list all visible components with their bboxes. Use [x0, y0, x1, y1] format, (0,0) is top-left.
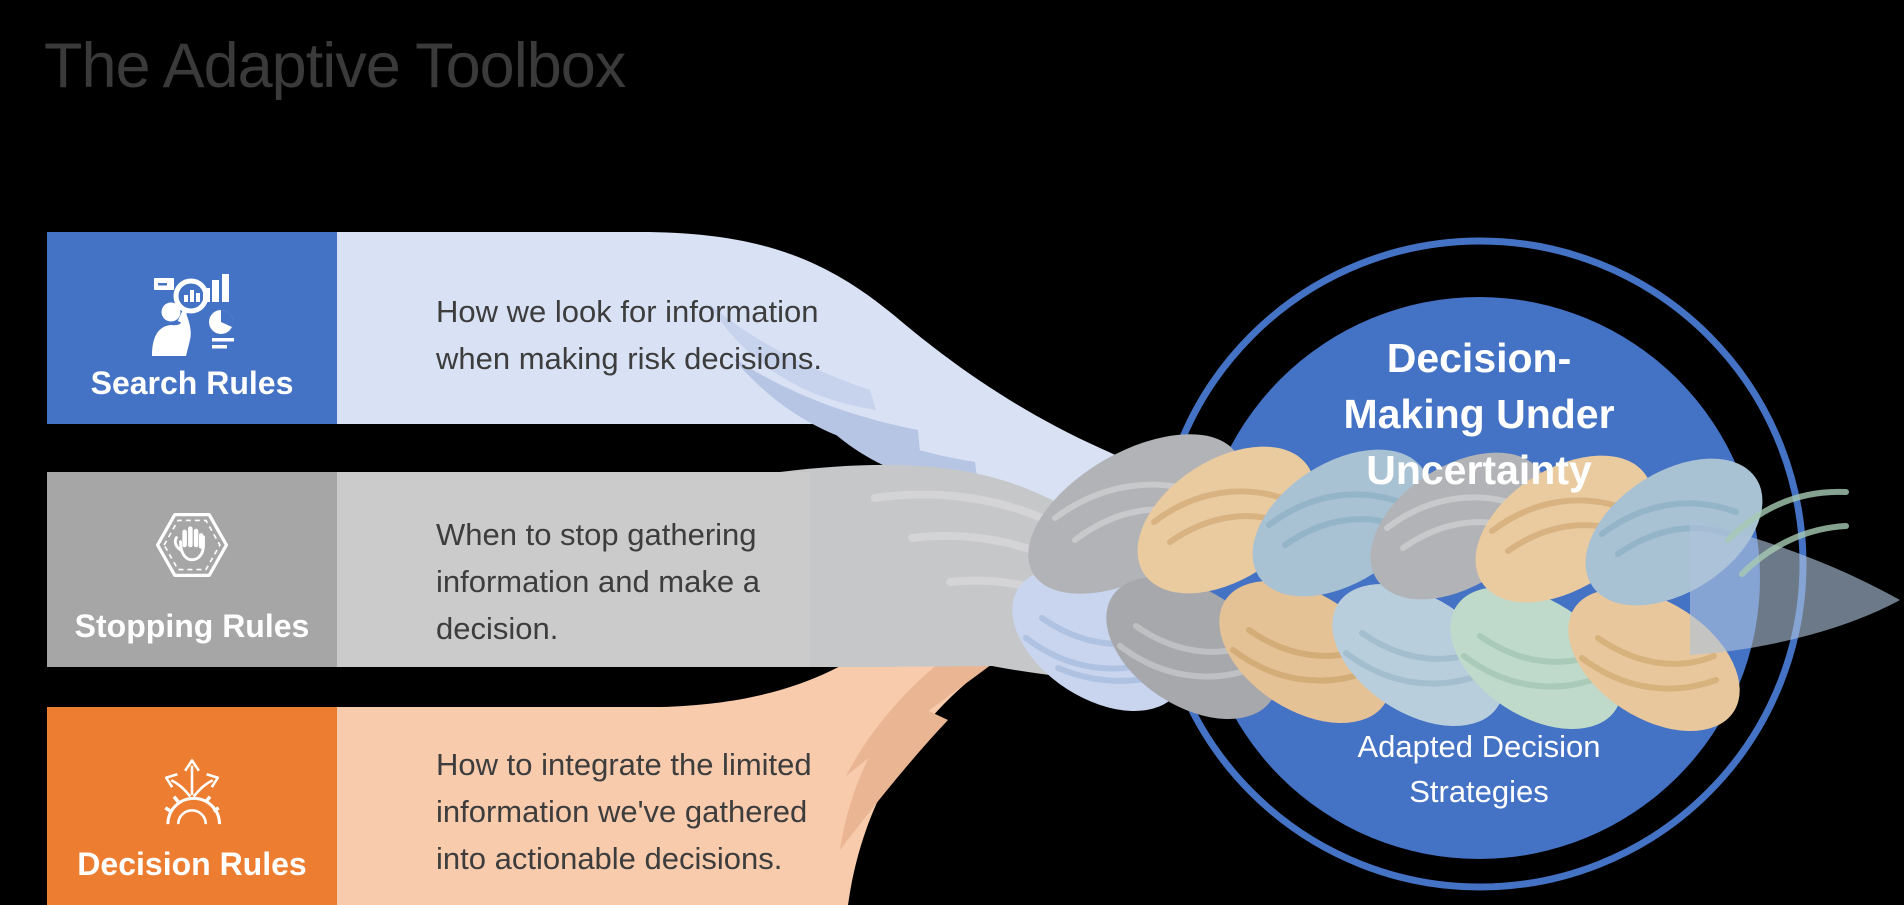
- decision-rules-description: How to integrate the limited information…: [436, 741, 866, 882]
- description-line: decision.: [436, 611, 559, 646]
- outcome-heading-line: Making Under: [1343, 391, 1615, 437]
- description-line: when making risk decisions.: [436, 341, 822, 376]
- category-label-decision-rules: Decision Rules: [77, 846, 307, 882]
- category-block-stopping-rules: Stopping Rules: [47, 472, 337, 667]
- category-block-search-rules: Search Rules: [47, 232, 337, 424]
- description-line: When to stop gathering: [436, 517, 757, 552]
- stopping-rules-description: When to stop gathering information and m…: [436, 511, 866, 652]
- braid-lobe-mint-leaf: [1725, 488, 1849, 577]
- description-line: information and make a: [436, 564, 760, 599]
- braid-rope: [1012, 434, 1900, 732]
- stopping-rules-band: [330, 464, 1188, 680]
- outcome-heading: Decision- Making Under Uncertainty: [1219, 330, 1739, 498]
- stop-hand-hexagon-icon: [155, 513, 229, 577]
- search-rules-description: How we look for information when making …: [436, 288, 866, 382]
- description-line: into actionable decisions.: [436, 841, 783, 876]
- category-label-search-rules: Search Rules: [90, 365, 294, 401]
- outcome-subheading-line: Strategies: [1409, 774, 1549, 809]
- description-line: information we've gathered: [436, 794, 808, 829]
- category-label-stopping-rules: Stopping Rules: [74, 608, 310, 644]
- category-block-decision-rules: Decision Rules: [47, 707, 337, 905]
- description-line: How to integrate the limited: [436, 747, 812, 782]
- outcome-heading-line: Decision-: [1386, 335, 1572, 381]
- outcome-heading-line: Uncertainty: [1366, 447, 1592, 493]
- page-title: The Adaptive Toolbox: [44, 31, 626, 101]
- outcome-subheading-line: Adapted Decision: [1357, 729, 1601, 764]
- branching-arrows-gear-icon: [164, 759, 222, 825]
- braid-tail-tip: [1690, 520, 1900, 655]
- person-magnifier-charts-icon: [152, 274, 234, 356]
- description-line: How we look for information: [436, 294, 819, 329]
- outcome-subheading: Adapted Decision Strategies: [1229, 724, 1729, 814]
